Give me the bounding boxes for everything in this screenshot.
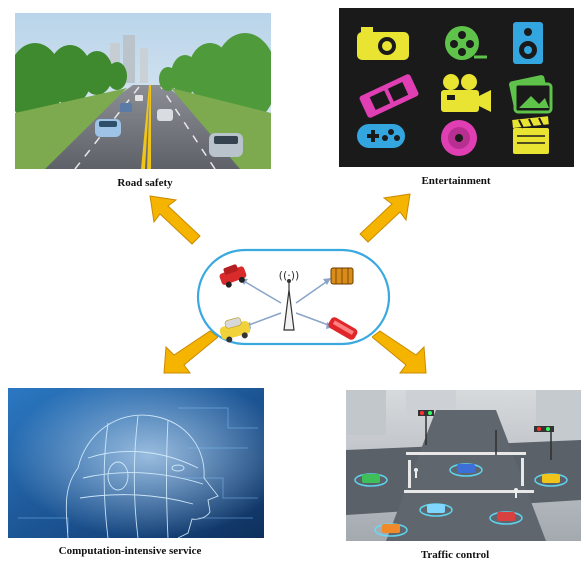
photo-icon: [509, 75, 553, 114]
antenna-tower-icon: [283, 279, 295, 331]
entertainment-image: [339, 8, 574, 167]
arrow-to-road-safety: [149, 195, 201, 245]
film-strip-icon: [359, 74, 419, 118]
movie-camera-icon: [441, 74, 491, 112]
vehicular-network-hub: ((·)): [196, 248, 391, 346]
computation-service-image: [8, 388, 264, 538]
camera-icon: [357, 27, 409, 60]
red-car-icon: [219, 264, 247, 288]
entertainment-caption: Entertainment: [421, 175, 491, 187]
road-safety-caption: Road safety: [117, 177, 173, 189]
antenna-signal-symbol: ((·)): [279, 269, 300, 282]
film-reel-icon: [445, 26, 487, 60]
traffic-control-caption: Traffic control: [420, 549, 490, 561]
computation-caption: Computation-intensive service: [58, 545, 202, 557]
road-safety-image: [15, 13, 271, 169]
gamepad-icon: [357, 124, 405, 148]
arrow-to-computation: [163, 330, 218, 374]
truck-icon: [330, 267, 354, 285]
red-bus-icon: [328, 317, 358, 340]
traffic-control-image: [346, 390, 581, 541]
yellow-car-icon: [219, 317, 251, 343]
arrow-to-entertainment: [359, 193, 411, 243]
speaker-icon: [513, 22, 543, 64]
clapperboard-icon: [512, 116, 549, 154]
arrow-to-traffic-control: [372, 330, 427, 374]
disc-icon: [441, 120, 477, 156]
